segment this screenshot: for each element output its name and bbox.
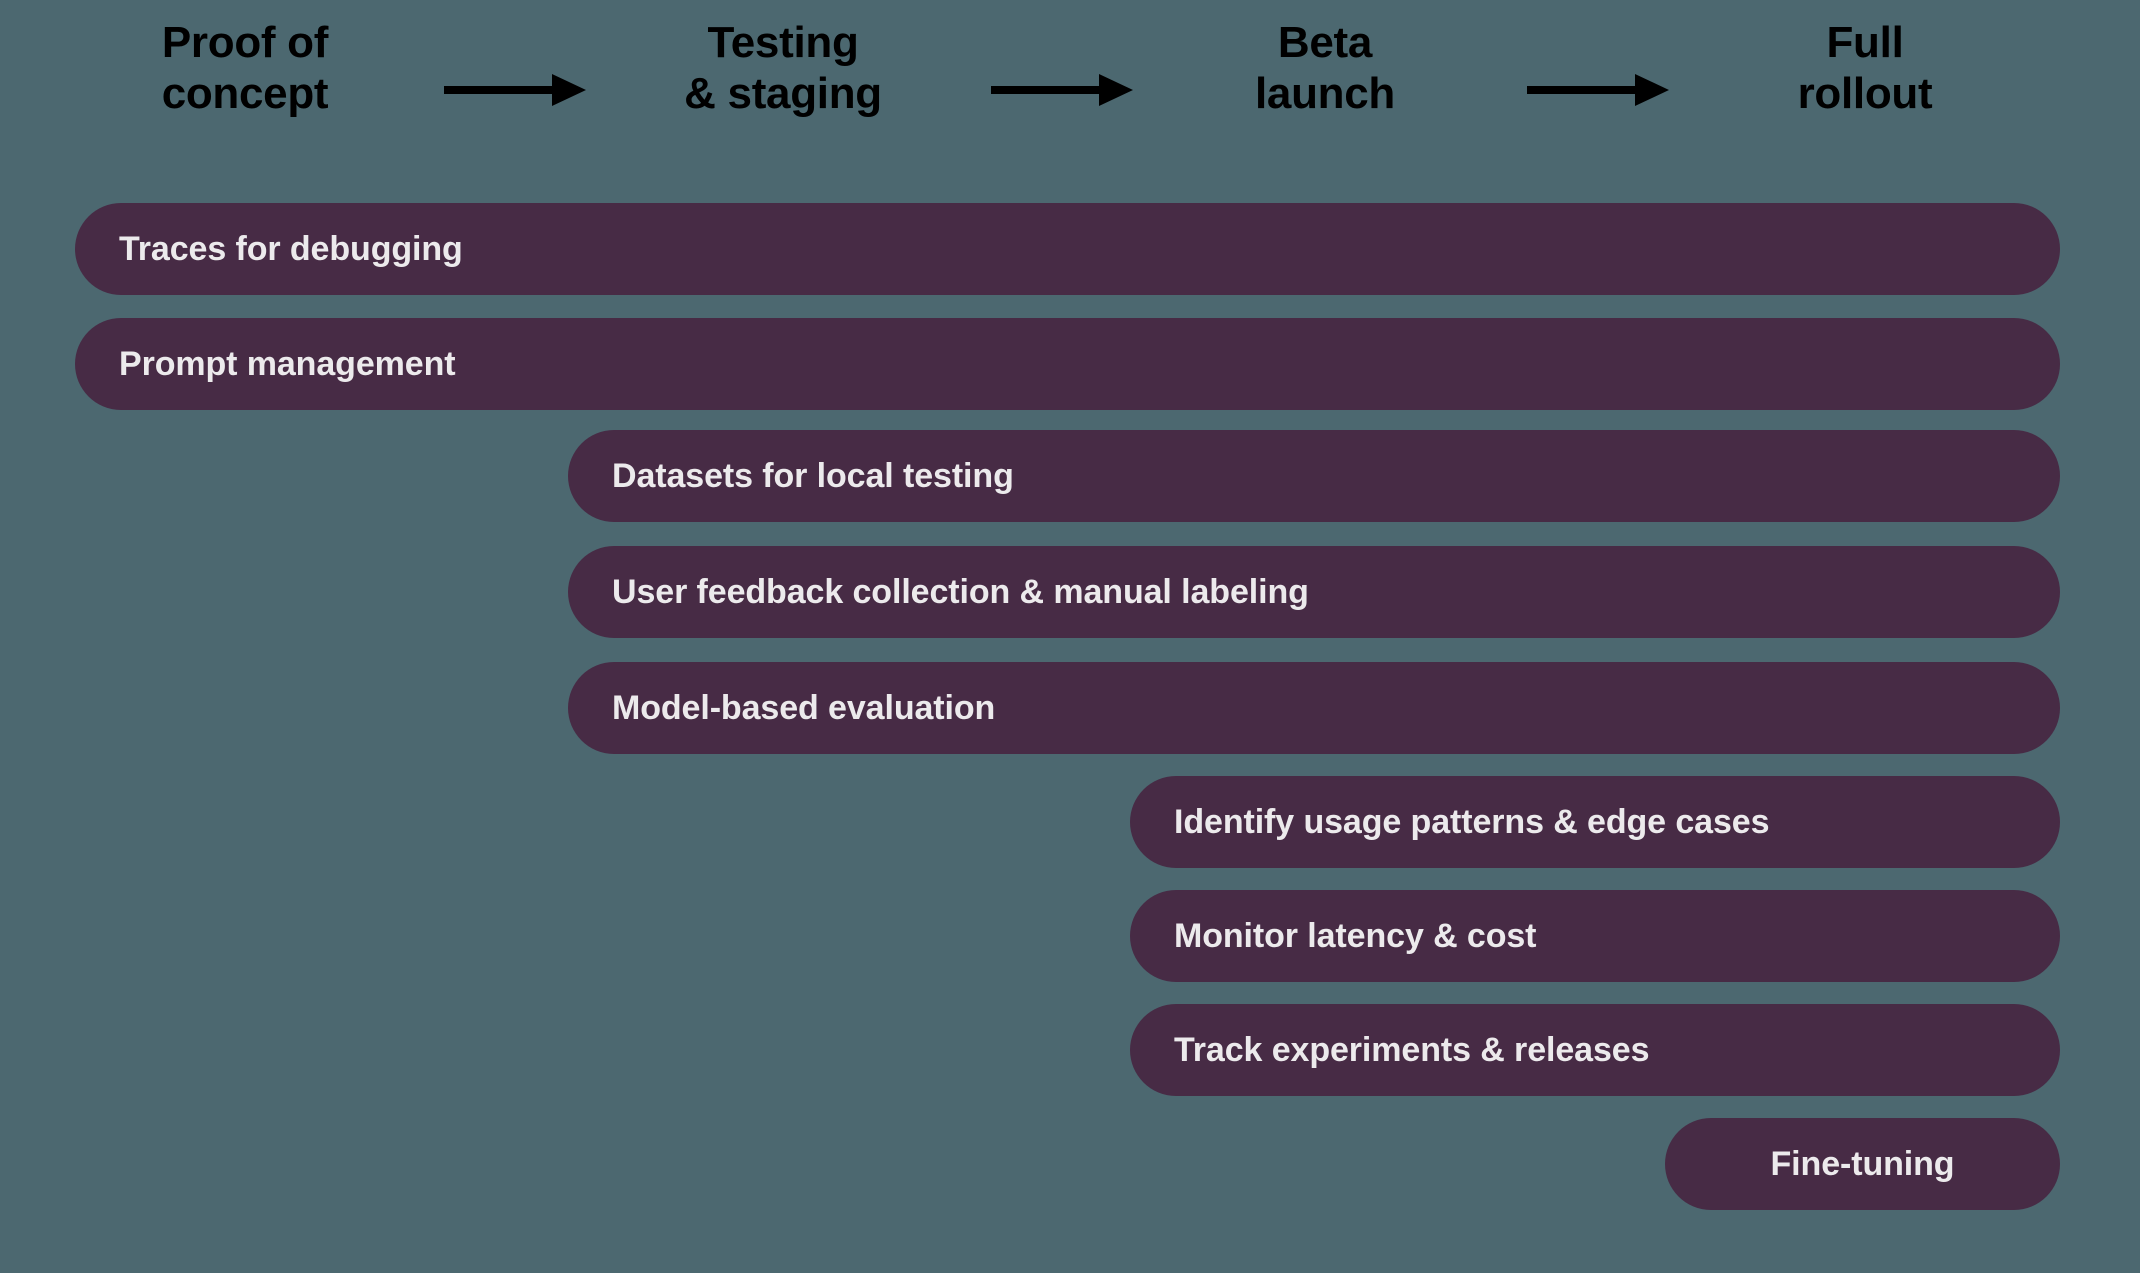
capability-bar-prompt-management[interactable]: Prompt management	[75, 318, 2060, 410]
arrow-right-icon	[444, 70, 586, 110]
capability-bar-traces-for-debugging[interactable]: Traces for debugging	[75, 203, 2060, 295]
capability-bar-label: Datasets for local testing	[612, 457, 1014, 495]
capability-bar-track-experiments-and-releases[interactable]: Track experiments & releases	[1130, 1004, 2060, 1096]
capability-bar-datasets-for-local-testing[interactable]: Datasets for local testing	[568, 430, 2060, 522]
capability-bar-monitor-latency-and-cost[interactable]: Monitor latency & cost	[1130, 890, 2060, 982]
capability-bar-label: Identify usage patterns & edge cases	[1174, 803, 1770, 841]
capability-bar-label: Track experiments & releases	[1174, 1031, 1650, 1069]
stage-label-full-rollout: Full rollout	[1797, 18, 1933, 118]
capability-bar-label: Monitor latency & cost	[1174, 917, 1537, 955]
capability-bar-label: Model-based evaluation	[612, 689, 996, 727]
capability-bar-label: Prompt management	[119, 345, 456, 383]
capability-bar-label: Fine-tuning	[1770, 1145, 1955, 1183]
stage-label-beta-launch: Beta launch	[1255, 18, 1395, 118]
capability-bar-user-feedback-collection-and-manual-labeling[interactable]: User feedback collection & manual labeli…	[568, 546, 2060, 638]
capability-bar-label: Traces for debugging	[119, 230, 463, 268]
stage-label-testing-and-staging: Testing & staging	[684, 18, 882, 118]
capability-bar-identify-usage-patterns-and-edge-cases[interactable]: Identify usage patterns & edge cases	[1130, 776, 2060, 868]
capability-bar-model-based-evaluation[interactable]: Model-based evaluation	[568, 662, 2060, 754]
stage-label-proof-of-concept: Proof of concept	[161, 18, 329, 118]
arrow-right-icon	[1527, 70, 1669, 110]
arrow-right-icon	[991, 70, 1133, 110]
capability-bar-fine-tuning[interactable]: Fine-tuning	[1665, 1118, 2060, 1210]
capability-bar-label: User feedback collection & manual labeli…	[612, 573, 1309, 611]
